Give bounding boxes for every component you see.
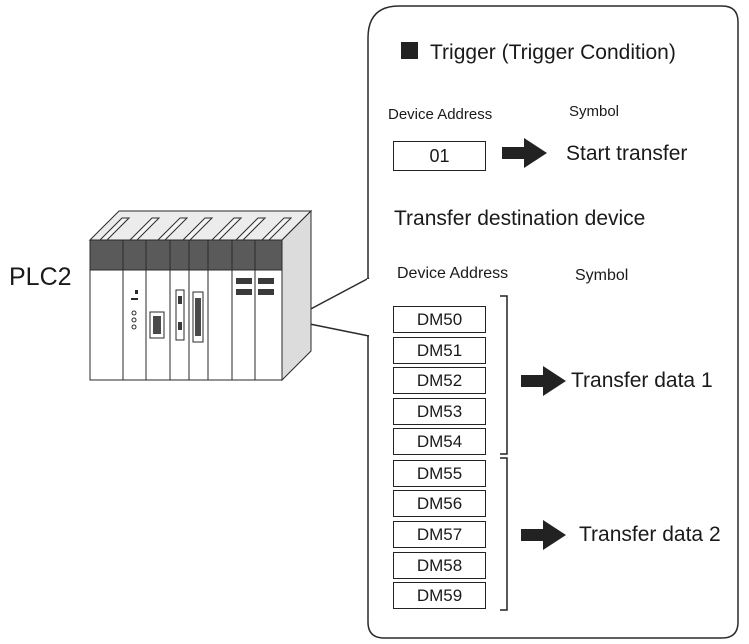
trigger-bullet-icon (401, 42, 418, 59)
register-cell-dm58: DM58 (393, 552, 486, 579)
register-cell-dm54: DM54 (393, 428, 486, 455)
register-cell-dm53: DM53 (393, 398, 486, 425)
register-cell-dm57: DM57 (393, 521, 486, 548)
register-cell-dm51: DM51 (393, 337, 486, 364)
register-cell-dm52: DM52 (393, 367, 486, 394)
group-2-bracket (500, 457, 508, 611)
trigger-title: Trigger (Trigger Condition) (430, 41, 676, 64)
destination-address-header: Device Address (397, 265, 509, 282)
start-transfer-label: Start transfer (566, 142, 688, 165)
register-cell-dm59: DM59 (393, 582, 486, 609)
transfer-data-1-label: Transfer data 1 (571, 369, 713, 392)
plc-device-icon (88, 209, 313, 382)
register-cell-dm56: DM56 (393, 490, 486, 517)
trigger-symbol-header: Symbol (569, 103, 620, 120)
transfer-data-2-label: Transfer data 2 (579, 523, 721, 546)
start-transfer-arrow-icon (502, 138, 547, 168)
register-cell-dm55: DM55 (393, 460, 486, 487)
destination-symbol-header: Symbol (575, 267, 629, 284)
register-cell-dm50: DM50 (393, 306, 486, 333)
destination-title: Transfer destination device (394, 207, 646, 230)
trigger-address-cell: 01 (393, 141, 486, 171)
trigger-address-header: Device Address (388, 106, 493, 123)
transfer-data-1-arrow-icon (521, 366, 566, 396)
group-1-bracket (500, 295, 508, 455)
plc-label: PLC2 (9, 263, 72, 291)
transfer-data-2-arrow-icon (521, 520, 566, 550)
